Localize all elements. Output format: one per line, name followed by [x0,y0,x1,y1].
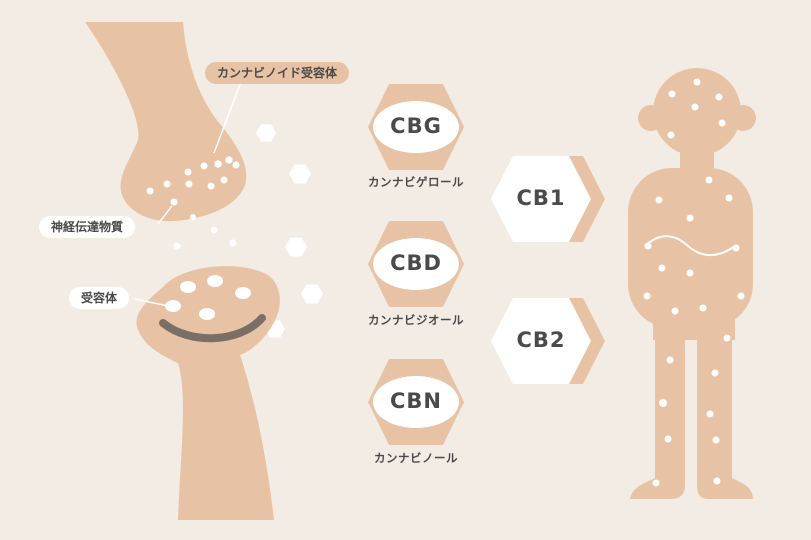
cbg-code: CBG [356,114,476,138]
cbn-name: カンナビノール [336,450,496,466]
label-cannabinoid-receptor: カンナビノイド受容体 [205,62,349,84]
label-neurotransmitter: 神経伝達物質 [39,216,135,238]
cb1-code: CB1 [481,186,601,210]
cbd-name: カンナビジオール [336,312,496,328]
cbd-code: CBD [356,251,476,275]
cb2-code: CB2 [481,328,601,352]
human-figure [628,68,756,499]
cbg-name: カンナビゲロール [336,174,496,190]
presynaptic-neuron [85,22,246,221]
cbn-code: CBN [356,389,476,413]
label-receptor: 受容体 [69,287,129,309]
